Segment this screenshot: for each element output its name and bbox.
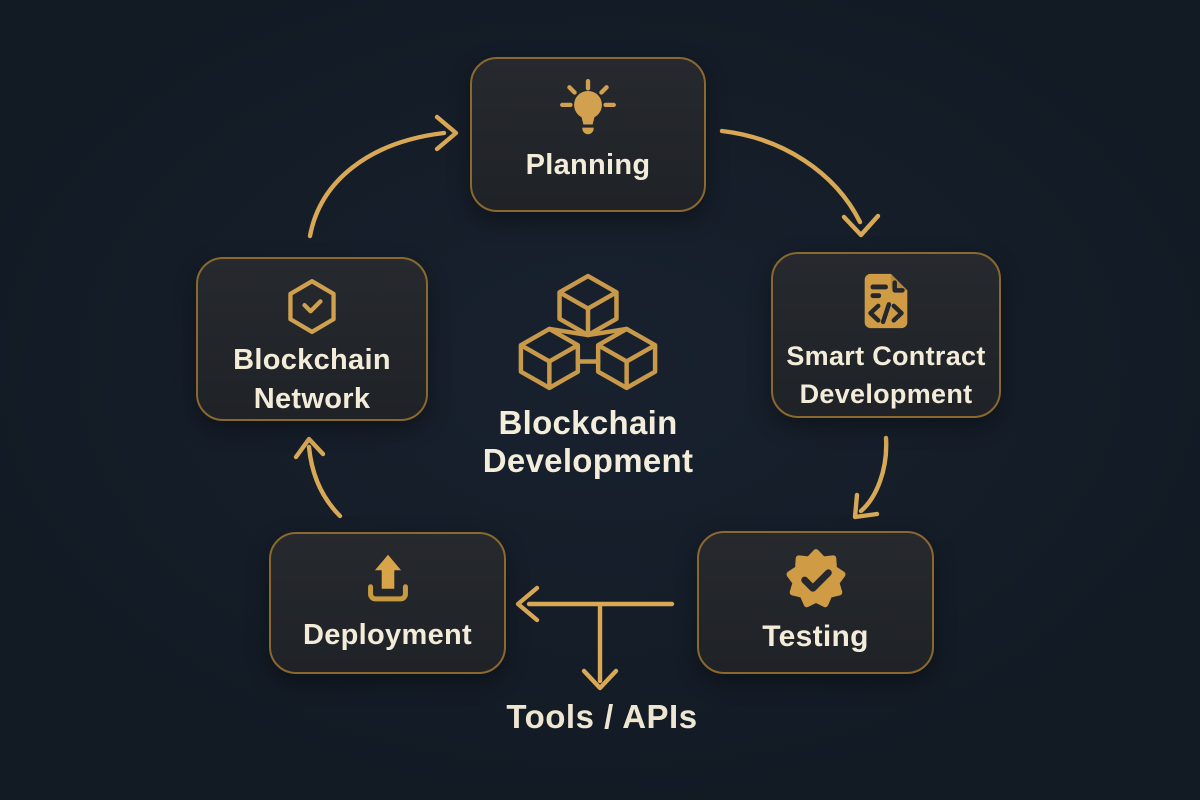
code-document-icon bbox=[864, 273, 908, 329]
network-label-line1: Blockchain bbox=[233, 344, 391, 376]
center-title: Blockchain Development bbox=[483, 404, 694, 480]
node-deployment-label: Deployment bbox=[303, 619, 472, 651]
node-planning: Planning bbox=[470, 57, 706, 212]
node-smart-contract-label: Smart Contract Development bbox=[786, 337, 985, 413]
arrow-smart-contract-to-testing bbox=[852, 435, 889, 520]
node-deployment: Deployment bbox=[269, 532, 506, 674]
verified-badge-icon bbox=[786, 549, 845, 608]
tools-apis-label: Tools / APIs bbox=[506, 698, 698, 735]
node-testing-label: Testing bbox=[762, 620, 869, 653]
hexagon-check-icon bbox=[288, 279, 336, 334]
network-label-line2: Network bbox=[253, 383, 371, 415]
center-title-line1: Blockchain bbox=[498, 404, 678, 441]
arrow-network-to-planning bbox=[307, 114, 459, 239]
arrow-planning-to-smart-contract bbox=[719, 128, 881, 238]
node-blockchain-network: Blockchain Network bbox=[196, 257, 428, 421]
smart-contract-label-line2: Development bbox=[799, 379, 973, 409]
node-planning-label: Planning bbox=[525, 149, 651, 181]
node-testing: Testing bbox=[697, 531, 934, 674]
node-smart-contract-development: Smart Contract Development bbox=[771, 252, 1001, 418]
center-group: Blockchain Development bbox=[438, 272, 738, 480]
upload-icon bbox=[367, 554, 408, 602]
lightbulb-icon bbox=[560, 78, 616, 135]
arrow-branch-to-tools-apis bbox=[581, 603, 619, 691]
arrow-testing-to-deployment bbox=[515, 585, 675, 623]
smart-contract-label-line1: Smart Contract bbox=[786, 341, 986, 371]
blockchain-cubes-icon bbox=[518, 273, 658, 391]
center-title-line2: Development bbox=[482, 442, 694, 479]
arrow-deployment-to-network bbox=[293, 436, 343, 519]
node-blockchain-network-label: Blockchain Network bbox=[233, 341, 391, 419]
